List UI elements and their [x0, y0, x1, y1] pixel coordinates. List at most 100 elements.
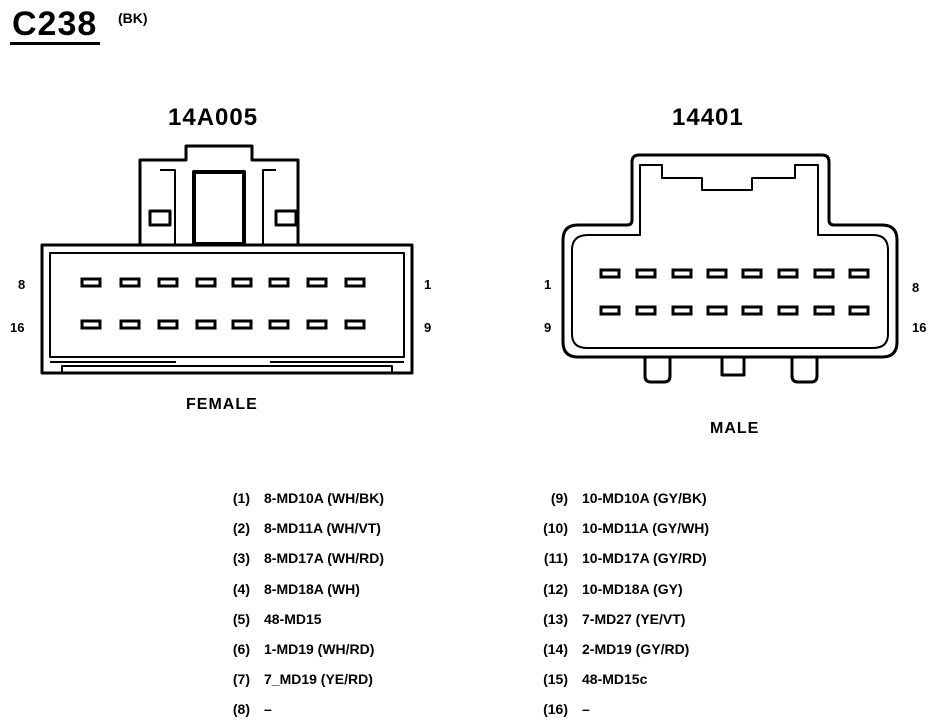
circuit-row: (2) 8-MD11A (WH/VT) [210, 520, 381, 536]
female-pin-label-bottom-right: 9 [424, 320, 432, 335]
female-pin-slot [195, 277, 217, 288]
circuit-pin-number: (9) [550, 490, 568, 506]
male-pin-slot [599, 305, 621, 316]
male-foot-left [643, 357, 672, 384]
circuit-pin-number: (16) [543, 701, 568, 718]
female-pin-slot [344, 319, 366, 330]
circuit-pin-number: (11) [543, 550, 568, 567]
male-pin-slot [741, 305, 763, 316]
female-pin-slot [80, 277, 102, 288]
circuit-designation: 10-MD10A (GY/BK) [582, 490, 707, 506]
male-pin-slot [848, 305, 870, 316]
circuit-row: (5) 48-MD15 [210, 611, 322, 627]
male-shell [561, 153, 899, 359]
male-pin-label-top-left: 1 [544, 277, 552, 292]
male-pin-slot [706, 268, 728, 279]
circuit-pin-number: (2) [232, 520, 250, 537]
female-pin-slot [157, 277, 179, 288]
female-pin-slot [119, 277, 141, 288]
circuit-designation: 7-MD27 (YE/VT) [582, 610, 686, 627]
circuit-row: (9) 10-MD10A (GY/BK) [520, 490, 707, 506]
circuit-row: (3) 8-MD17A (WH/RD) [210, 550, 384, 566]
female-pin-slot [268, 277, 290, 288]
circuit-designation: – [264, 701, 272, 718]
circuit-designation: 10-MD18A (GY) [582, 580, 683, 597]
circuit-designation: 8-MD17A (WH/RD) [264, 550, 385, 567]
male-pin-slot [777, 268, 799, 279]
circuit-row: (16)– [520, 701, 590, 717]
circuit-designation: 10-MD17A (GY/RD) [582, 550, 707, 567]
circuit-row: (13) 7-MD27 (YE/VT) [520, 611, 685, 627]
male-pin-slot [671, 305, 693, 316]
male-pin-slot [848, 268, 870, 279]
circuit-row: (15) 48-MD15c [520, 671, 647, 687]
circuit-pin-number: (6) [232, 641, 250, 657]
circuit-designation: – [582, 701, 590, 718]
circuit-row: (1)8-MD10A (WH/BK) [210, 490, 384, 506]
circuit-row: (14) 2-MD19 (GY/RD) [520, 641, 689, 657]
circuit-row: (11) 10-MD17A (GY/RD) [520, 550, 707, 566]
female-body [40, 243, 414, 375]
circuit-designation: 48-MD15c [582, 671, 648, 688]
female-pin-slot [344, 277, 366, 288]
circuit-pin-number: (10) [543, 520, 568, 537]
circuit-row: (10) 10-MD11A (GY/WH) [520, 520, 709, 536]
circuit-designation: 8-MD18A (WH) [264, 580, 360, 597]
male-pin-slot [706, 305, 728, 316]
circuit-pin-number: (13) [543, 610, 568, 627]
female-pin-slot [195, 319, 217, 330]
connector-id: C238 [12, 5, 98, 43]
circuit-designation: 10-MD11A (GY/WH) [582, 520, 710, 537]
male-pin-slot [635, 268, 657, 279]
female-pin-slot [119, 319, 141, 330]
male-pin-slot [813, 305, 835, 316]
female-pin-slot [306, 319, 328, 330]
circuit-pin-number: (8) [232, 701, 250, 718]
male-pin-slot [777, 305, 799, 316]
male-pin-slot [635, 305, 657, 316]
female-pin-label-top-right: 1 [424, 277, 432, 292]
male-pin-label-bottom-right: 16 [912, 320, 927, 335]
circuit-pin-number: (5) [232, 610, 250, 627]
circuit-pin-number: (4) [232, 580, 250, 597]
female-pin-label-top-left: 8 [18, 277, 26, 292]
title-underline [10, 42, 100, 45]
circuit-pin-number: (3) [232, 550, 250, 567]
circuit-row: (4) 8-MD18A (WH) [210, 581, 360, 597]
female-lock-tab-left [148, 209, 172, 227]
circuit-pin-number: (14) [543, 641, 568, 657]
circuit-pin-number: (1) [232, 490, 250, 506]
male-pin-slot [671, 268, 693, 279]
circuit-pin-number: (15) [543, 671, 568, 688]
male-part-number: 14401 [672, 104, 744, 131]
female-lock-tab-right [274, 209, 298, 227]
female-housing-top [138, 144, 300, 245]
female-part-number: 14A005 [168, 104, 259, 131]
female-pin-slot [231, 319, 253, 330]
circuit-designation: 2-MD19 (GY/RD) [582, 641, 690, 657]
circuit-designation: 48-MD15 [264, 610, 322, 627]
circuit-pin-number: (12) [543, 580, 568, 597]
circuit-row: (6) 1-MD19 (WH/RD) [210, 641, 375, 657]
circuit-designation: 1-MD19 (WH/RD) [264, 641, 375, 657]
male-pin-label-bottom-left: 9 [544, 320, 552, 335]
female-face [49, 252, 405, 358]
male-gender-label: MALE [710, 420, 760, 437]
circuit-row: (12) 10-MD18A (GY) [520, 581, 683, 597]
circuit-row: (7)7_MD19 (YE/RD) [210, 671, 373, 687]
male-pin-label-top-right: 8 [912, 280, 920, 295]
connector-color-code: (BK) [118, 10, 148, 26]
male-pin-slot [741, 268, 763, 279]
male-foot-right [790, 357, 819, 384]
female-pin-slot [80, 319, 102, 330]
male-pin-slot [599, 268, 621, 279]
circuit-pin-number: (7) [232, 671, 250, 688]
female-pin-label-bottom-left: 16 [10, 320, 25, 335]
male-pin-slot [813, 268, 835, 279]
circuit-designation: 8-MD11A (WH/VT) [264, 520, 381, 537]
female-gender-label: FEMALE [186, 396, 258, 413]
male-key-bottom [720, 357, 746, 377]
